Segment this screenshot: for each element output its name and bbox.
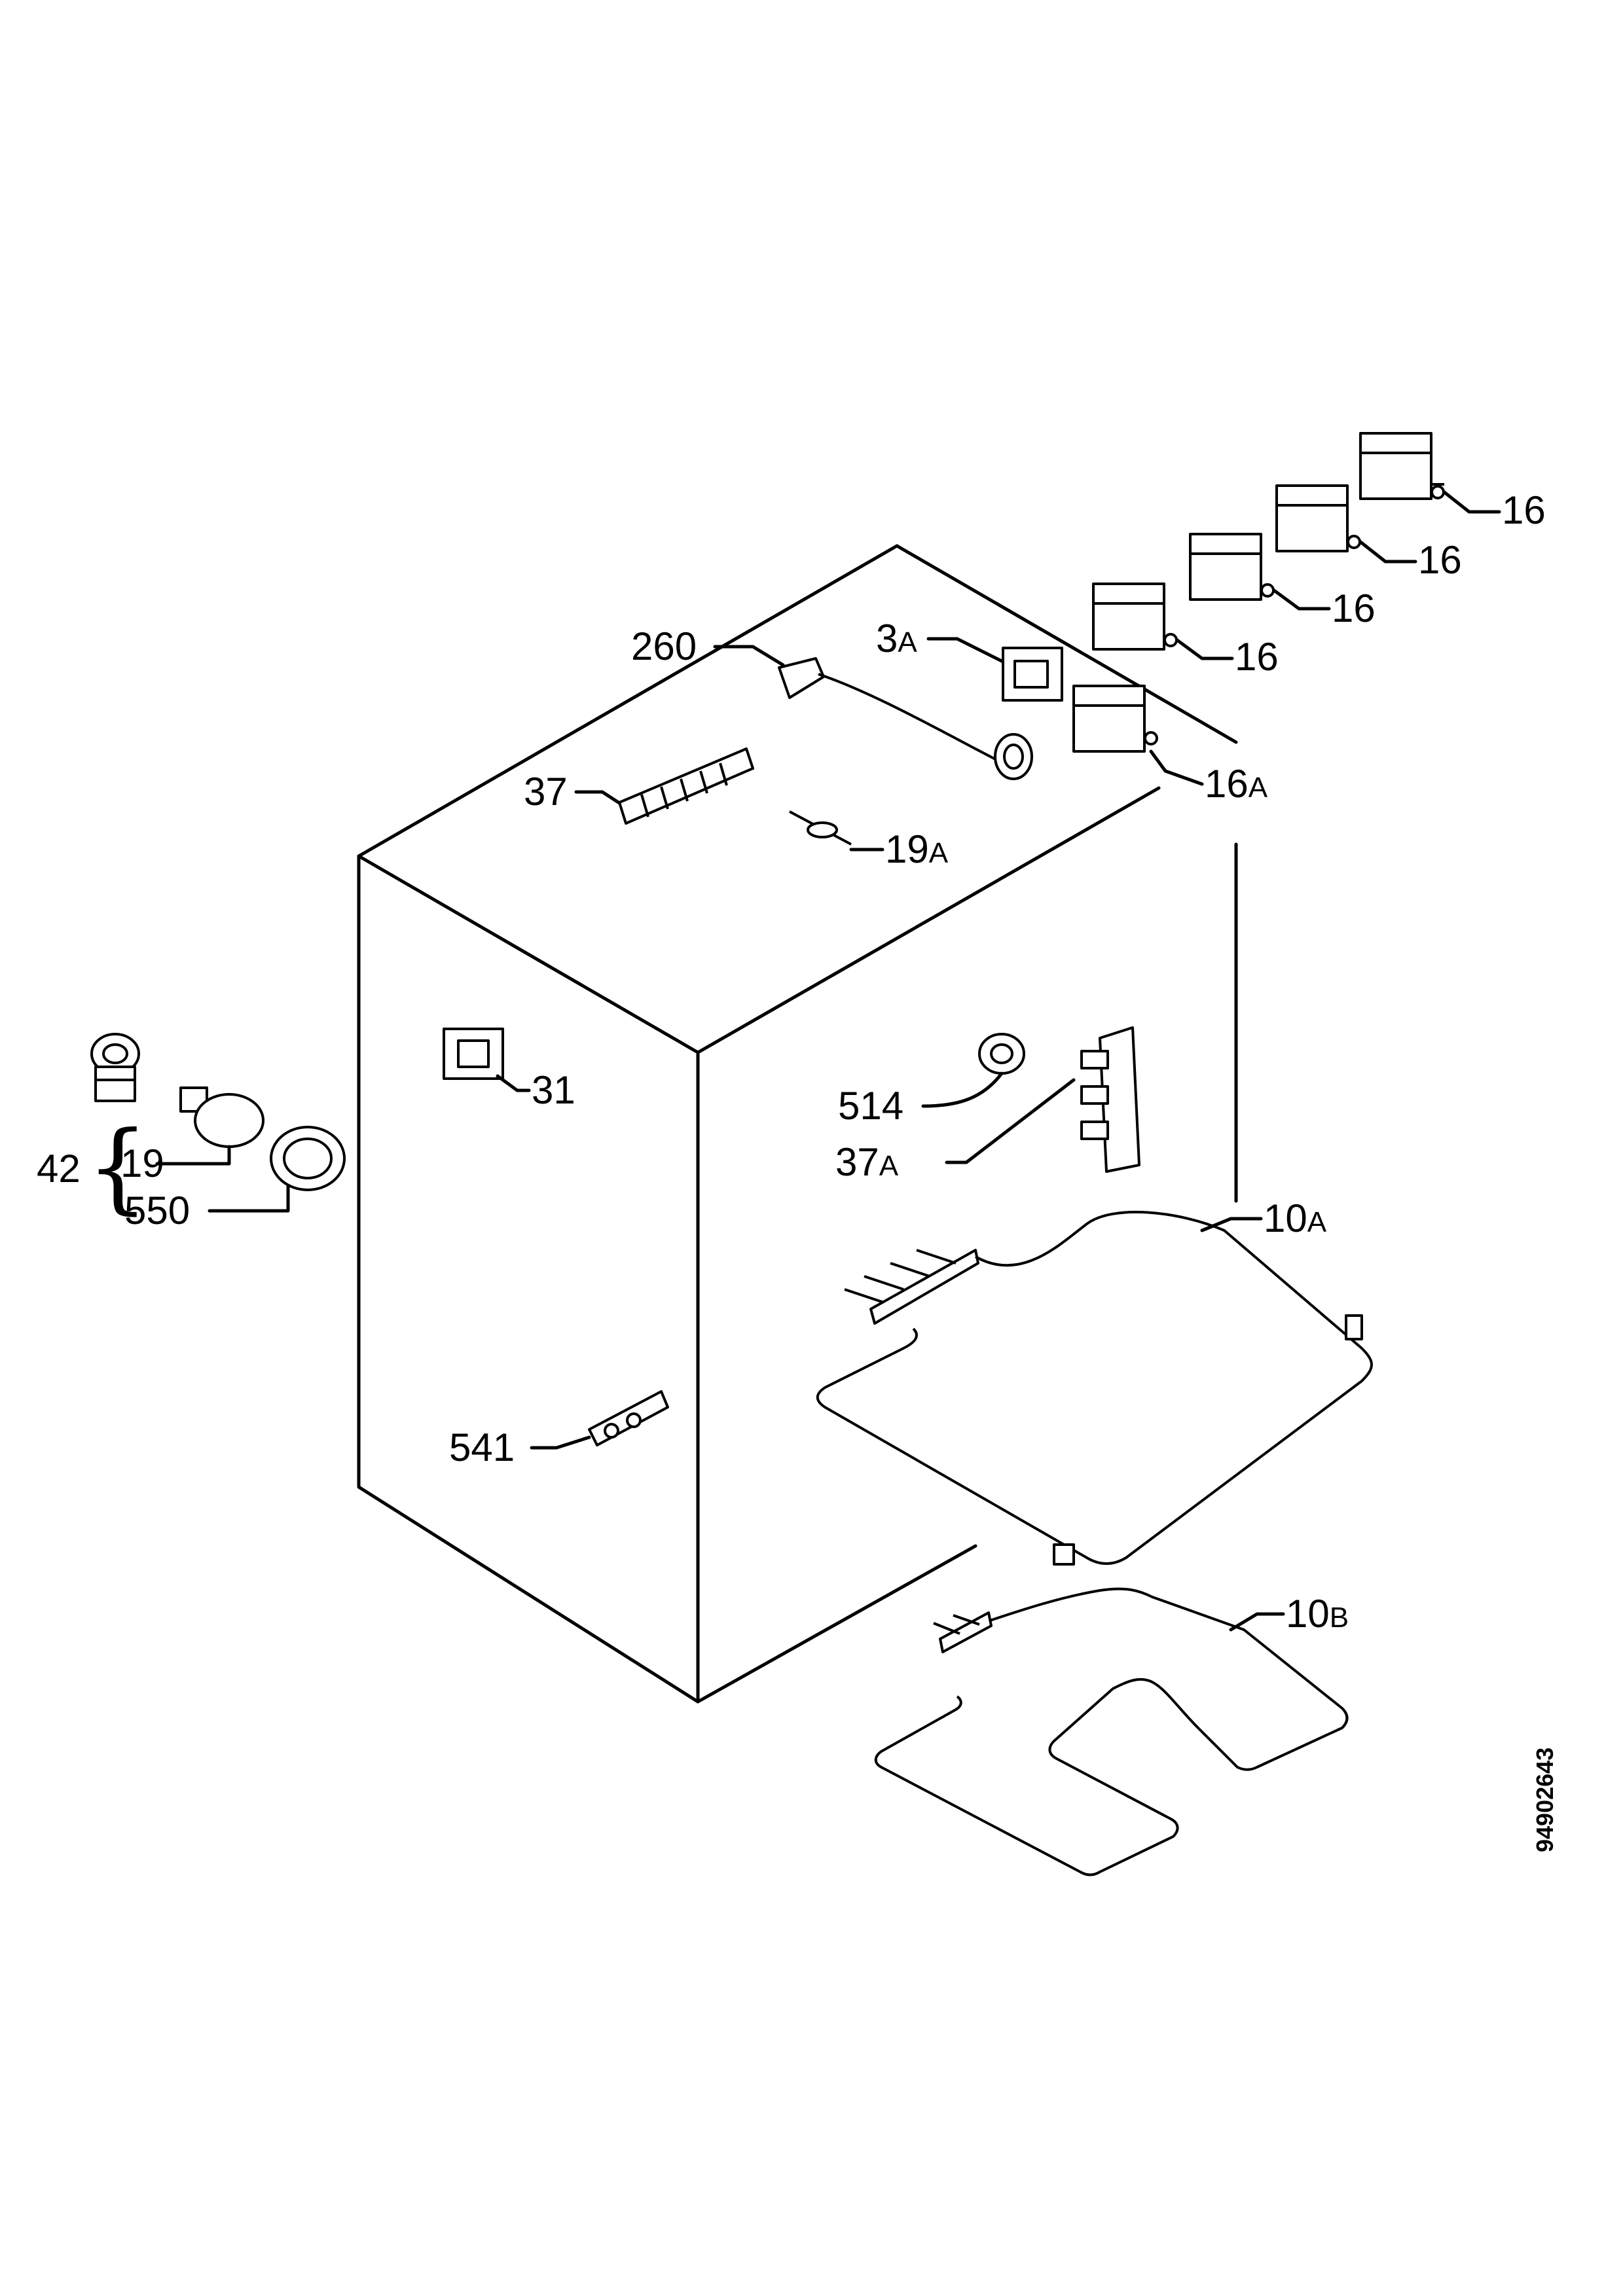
switch-16A xyxy=(1072,685,1204,786)
label-16-second: 16 xyxy=(1418,538,1462,582)
svg-text:{: { xyxy=(86,1111,149,1225)
label-16-third: 16 xyxy=(1332,586,1376,630)
switch-3A xyxy=(926,637,1063,702)
lamp-19A xyxy=(789,810,884,852)
switch-16-third xyxy=(1189,533,1331,611)
label-10B: 10B xyxy=(1286,1592,1349,1636)
label-16-fourth: 16 xyxy=(1235,635,1279,679)
terminal-strip-37A xyxy=(945,1026,1140,1173)
heating-element-10A xyxy=(816,1210,1373,1566)
lamp-cover-550 xyxy=(208,1126,346,1213)
label-541: 541 xyxy=(449,1426,515,1469)
sensor-260 xyxy=(713,645,1033,780)
label-16-top: 16 xyxy=(1502,488,1546,532)
grommet-514 xyxy=(921,1033,1025,1108)
switch-31 xyxy=(443,1028,531,1092)
label-16A: 16A xyxy=(1205,762,1268,806)
label-37: 37 xyxy=(524,770,568,814)
label-37A: 37A xyxy=(835,1140,899,1184)
label-550: 550 xyxy=(124,1189,190,1232)
switch-16-top xyxy=(1359,432,1501,514)
label-260: 260 xyxy=(631,624,697,668)
connector-541 xyxy=(530,1390,669,1450)
label-31: 31 xyxy=(532,1068,575,1112)
label-42: 42 xyxy=(37,1147,81,1191)
heating-element-10B xyxy=(874,1587,1349,1876)
lamp-holder-42 xyxy=(90,1033,140,1102)
document-number: 94902643 xyxy=(1531,1748,1558,1852)
lamp-bulb-19 xyxy=(155,1086,264,1166)
label-10A: 10A xyxy=(1264,1196,1327,1240)
label-3A: 3A xyxy=(876,617,917,660)
switch-16-second xyxy=(1275,484,1417,564)
label-19A: 19A xyxy=(885,827,949,871)
label-19: 19 xyxy=(120,1141,164,1185)
oven-cabinet xyxy=(357,544,1238,1704)
group-brace: { xyxy=(86,1111,149,1225)
label-514: 514 xyxy=(838,1084,903,1128)
terminal-block-37 xyxy=(574,747,754,825)
switch-16-fourth xyxy=(1092,583,1234,660)
part-labels: 16 16 16 16 16A 260 3A 37 19A 31 514 37A… xyxy=(37,488,1546,1636)
